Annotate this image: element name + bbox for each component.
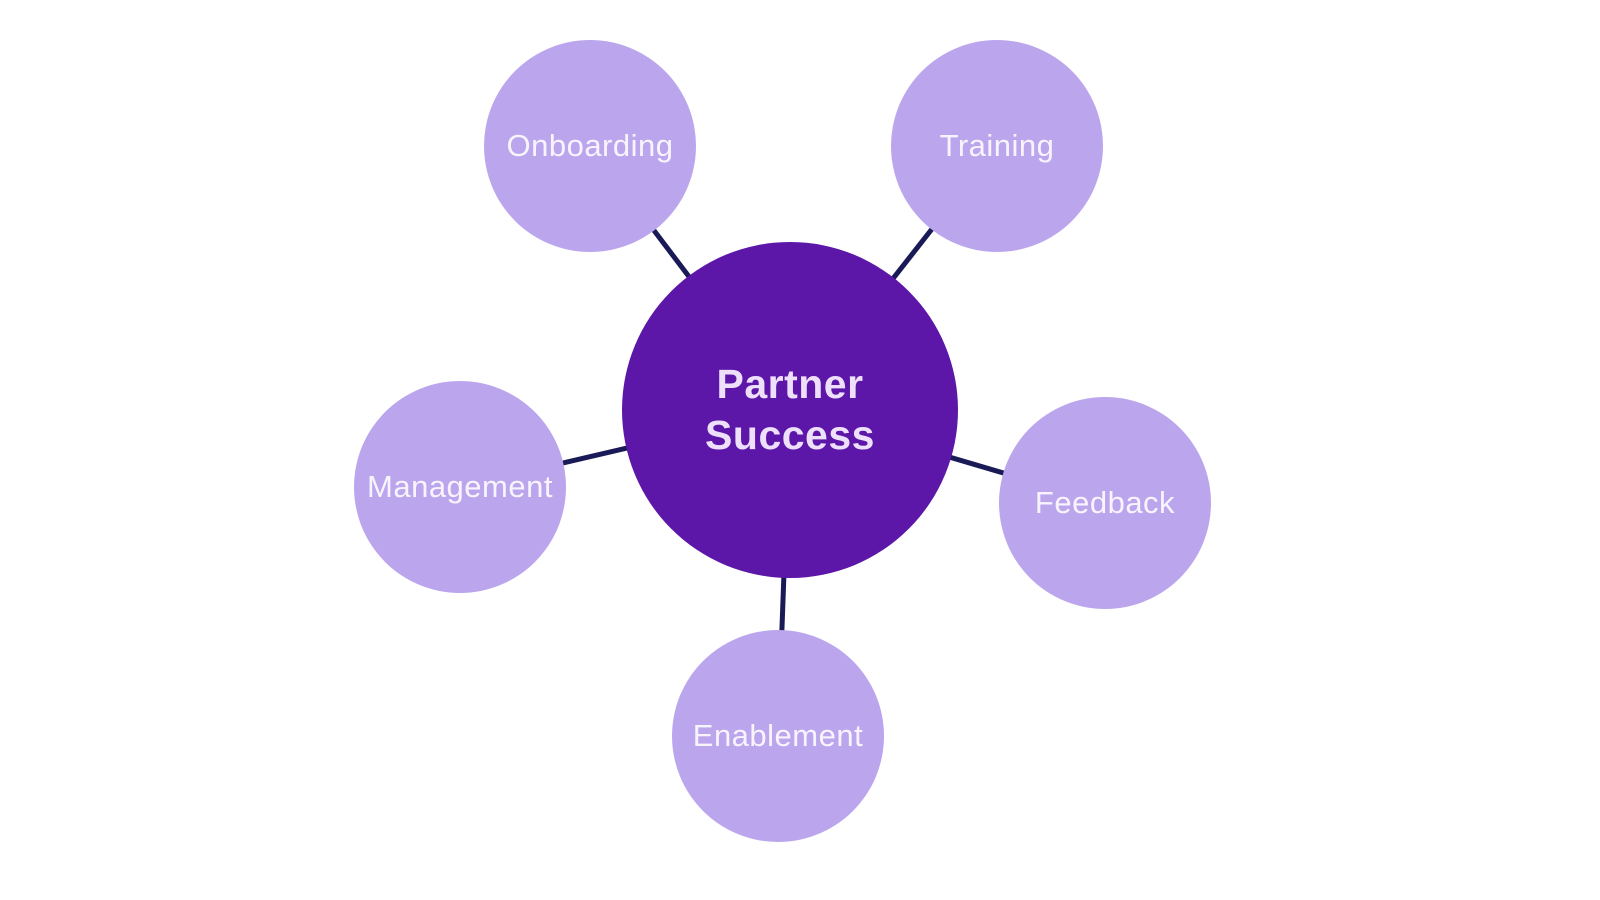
node-training-label: Training — [939, 128, 1055, 164]
node-management-label: Management — [367, 469, 553, 505]
node-training: Training — [891, 40, 1103, 252]
node-enablement-label: Enablement — [692, 718, 864, 754]
node-onboarding: Onboarding — [484, 40, 696, 252]
node-management: Management — [354, 381, 566, 593]
node-feedback-label: Feedback — [1034, 485, 1176, 521]
node-partner-success-label: Partner Success — [705, 360, 875, 458]
node-feedback: Feedback — [999, 397, 1211, 609]
node-partner-success: Partner Success — [622, 242, 958, 578]
node-enablement: Enablement — [672, 630, 884, 842]
node-onboarding-label: Onboarding — [506, 128, 674, 164]
